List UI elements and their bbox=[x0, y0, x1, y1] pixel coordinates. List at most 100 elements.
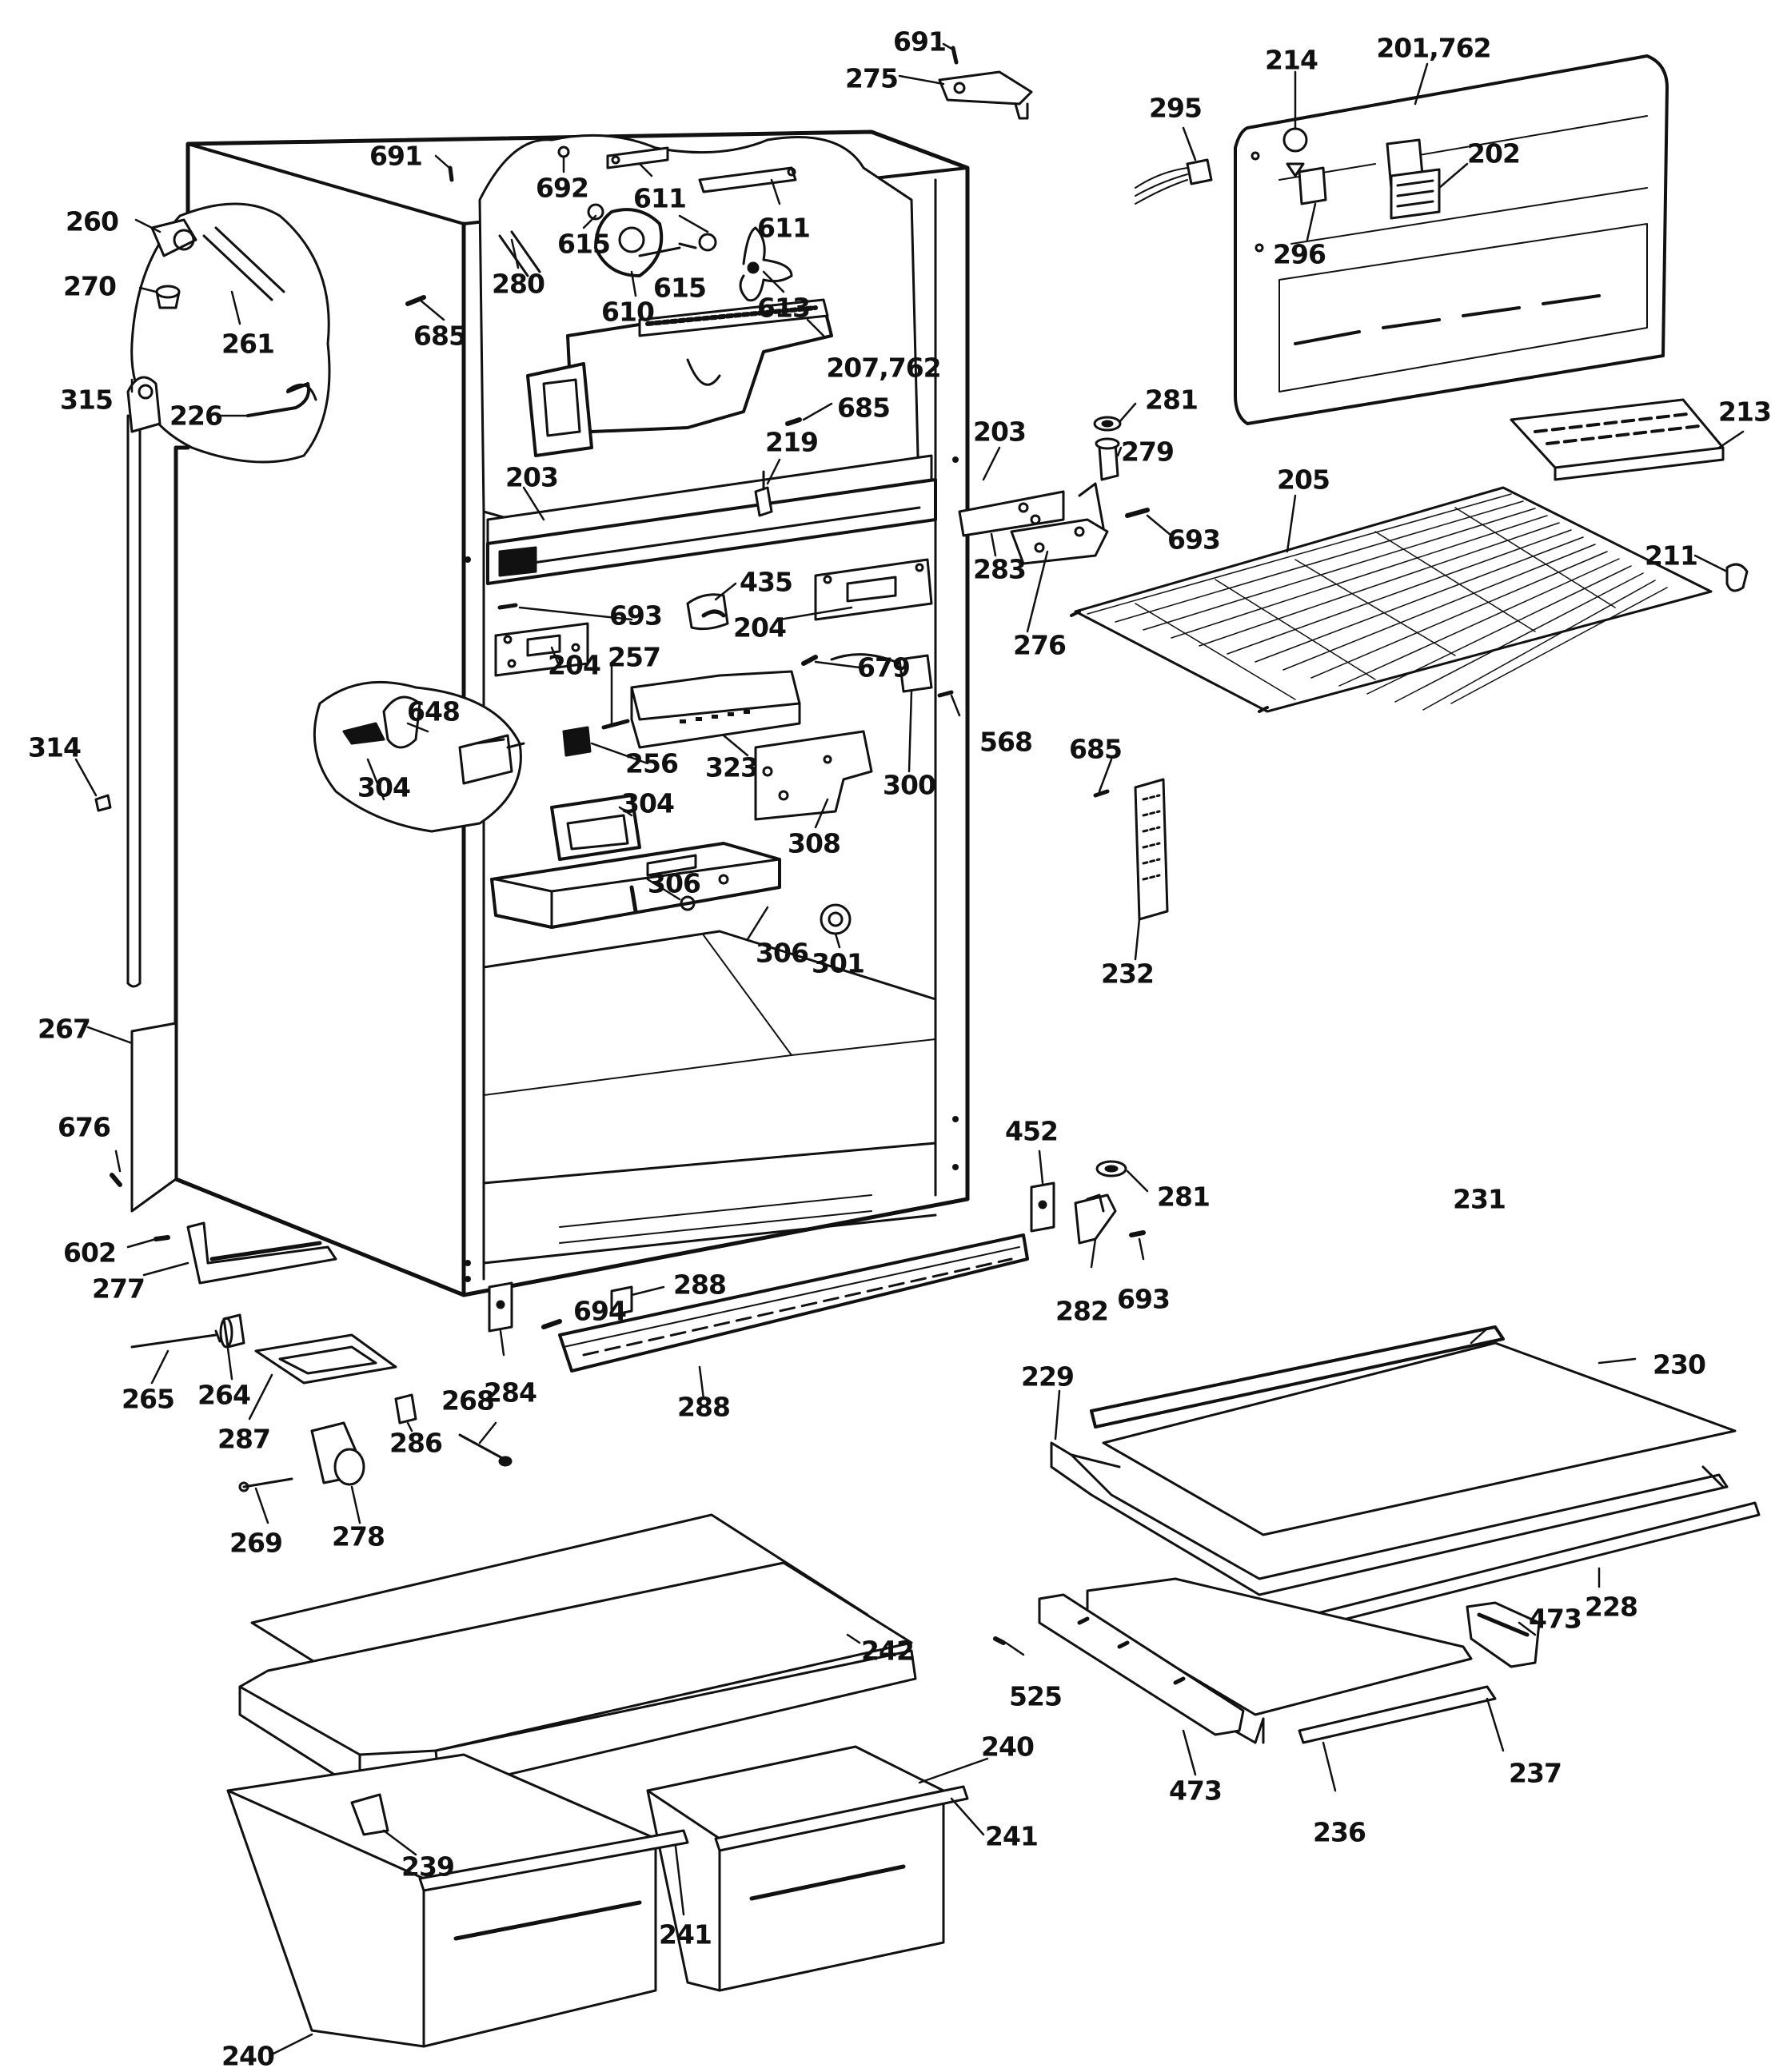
callout-277: 277 bbox=[92, 1273, 146, 1305]
plate-287 bbox=[254, 1333, 397, 1385]
callout-236: 236 bbox=[1313, 1816, 1366, 1848]
callout-282: 282 bbox=[1055, 1295, 1109, 1327]
callout-613: 613 bbox=[757, 292, 811, 324]
callout-214: 214 bbox=[1265, 44, 1318, 76]
callout-213: 213 bbox=[1718, 396, 1772, 428]
callout-288a: 288 bbox=[673, 1269, 727, 1301]
callout-615b: 615 bbox=[653, 272, 707, 304]
callout-685b: 685 bbox=[837, 392, 891, 424]
callout-602: 602 bbox=[63, 1237, 117, 1269]
callout-240b: 240 bbox=[221, 2040, 275, 2072]
air-duct-304 bbox=[550, 794, 641, 861]
support-239 bbox=[350, 1793, 389, 1836]
screw-679 bbox=[801, 655, 818, 666]
screw-693-bottom bbox=[1129, 1230, 1146, 1237]
callout-237: 237 bbox=[1509, 1757, 1562, 1789]
callout-226: 226 bbox=[170, 400, 223, 432]
callout-286: 286 bbox=[389, 1427, 443, 1459]
control-housing-204-right bbox=[814, 558, 933, 621]
screw-685-support bbox=[1093, 789, 1110, 798]
shelf-frame-229 bbox=[1050, 1441, 1729, 1596]
slide-rail-237 bbox=[1298, 1685, 1497, 1744]
light-housing-306 bbox=[490, 842, 781, 929]
callout-268: 268 bbox=[441, 1385, 495, 1417]
wheel-278 bbox=[310, 1421, 365, 1486]
callout-301: 301 bbox=[812, 947, 865, 979]
callout-278: 278 bbox=[332, 1520, 385, 1552]
spacer-452 bbox=[1030, 1181, 1055, 1233]
callout-207: 207,762 bbox=[826, 352, 941, 384]
defrost-timer-300 bbox=[830, 653, 933, 693]
knob-435 bbox=[686, 593, 729, 631]
grille-288 bbox=[558, 1233, 1029, 1373]
damper-grille-202 bbox=[1390, 168, 1441, 220]
screw-525 bbox=[993, 1636, 1006, 1645]
light-socket-301 bbox=[820, 903, 852, 935]
callout-264: 264 bbox=[197, 1379, 251, 1411]
callout-693c: 693 bbox=[1117, 1283, 1171, 1315]
callout-304a: 304 bbox=[357, 771, 411, 803]
callout-610: 610 bbox=[601, 296, 655, 328]
screw-691-cab bbox=[448, 165, 454, 182]
callout-203a: 203 bbox=[973, 416, 1027, 448]
callout-694: 694 bbox=[573, 1295, 627, 1327]
callout-202: 202 bbox=[1467, 137, 1521, 169]
callout-204b: 204 bbox=[548, 649, 601, 681]
drain-tube-280 bbox=[498, 230, 541, 277]
callout-203b: 203 bbox=[505, 461, 559, 493]
callout-611b: 611 bbox=[757, 212, 811, 244]
callout-211: 211 bbox=[1645, 540, 1698, 572]
hinge-282 bbox=[1074, 1193, 1117, 1245]
screw-693-hinge bbox=[1125, 508, 1150, 518]
callout-269: 269 bbox=[229, 1527, 283, 1559]
callout-306b: 306 bbox=[756, 937, 809, 969]
bolt-268 bbox=[458, 1433, 513, 1467]
roller-264 bbox=[219, 1313, 245, 1349]
mullion-203 bbox=[486, 454, 937, 585]
callout-260: 260 bbox=[66, 205, 119, 237]
callout-315: 315 bbox=[60, 384, 114, 416]
callout-685a: 685 bbox=[413, 320, 467, 352]
crisper-handle-241-left bbox=[418, 1829, 689, 1941]
hinge-283 bbox=[958, 490, 1065, 537]
callout-283: 283 bbox=[973, 553, 1027, 585]
pin-269 bbox=[238, 1477, 293, 1492]
bracket-277 bbox=[186, 1221, 337, 1285]
callout-201: 201,762 bbox=[1376, 32, 1491, 64]
callout-279: 279 bbox=[1121, 436, 1175, 468]
hose-226 bbox=[246, 382, 317, 417]
callout-323: 323 bbox=[705, 751, 759, 783]
callout-306a: 306 bbox=[648, 867, 701, 899]
callout-265: 265 bbox=[122, 1383, 175, 1415]
washer-281-top bbox=[1093, 416, 1122, 432]
callout-679: 679 bbox=[857, 651, 911, 683]
callout-229: 229 bbox=[1021, 1361, 1075, 1393]
callout-204a: 204 bbox=[733, 612, 787, 644]
fan-motor-assembly bbox=[587, 203, 793, 302]
callout-240a: 240 bbox=[981, 1731, 1035, 1763]
callout-691b: 691 bbox=[369, 140, 423, 172]
callout-435: 435 bbox=[740, 566, 793, 598]
callout-296: 296 bbox=[1273, 238, 1326, 270]
callout-288b: 288 bbox=[677, 1391, 731, 1423]
leader-lines bbox=[74, 42, 1745, 2056]
callout-232: 232 bbox=[1101, 958, 1155, 990]
callout-287: 287 bbox=[217, 1423, 271, 1455]
shelf-trim-231 bbox=[1090, 1325, 1505, 1428]
callout-295: 295 bbox=[1149, 92, 1203, 124]
damper-motor-304 bbox=[458, 734, 525, 785]
callout-219: 219 bbox=[765, 426, 819, 458]
fill-tube-314 bbox=[126, 414, 142, 988]
callout-256: 256 bbox=[625, 747, 679, 779]
callout-228: 228 bbox=[1585, 1591, 1638, 1623]
callout-205: 205 bbox=[1277, 464, 1330, 496]
callout-281a: 281 bbox=[1145, 384, 1199, 416]
callout-275: 275 bbox=[845, 62, 899, 94]
callout-473a: 473 bbox=[1529, 1603, 1582, 1635]
screw-257 bbox=[601, 719, 630, 730]
callout-611a: 611 bbox=[633, 182, 687, 214]
crisper-handle-241-right bbox=[714, 1785, 969, 1901]
screw-694 bbox=[541, 1319, 562, 1329]
callout-281b: 281 bbox=[1157, 1181, 1211, 1213]
